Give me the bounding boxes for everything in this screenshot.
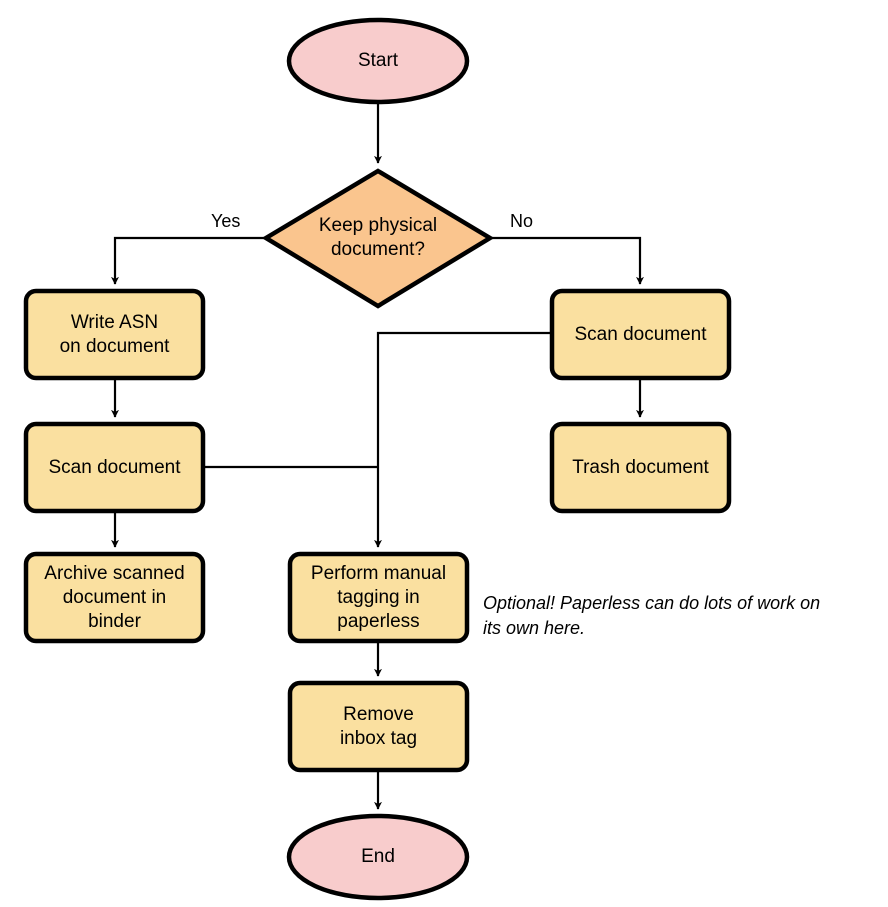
node-archive-shape[interactable] [23,551,206,644]
node-scan-right[interactable] [552,291,729,378]
node-tagging[interactable] [290,554,467,641]
node-end-shape[interactable] [286,813,470,901]
node-remove-inbox-shape[interactable] [287,680,470,773]
node-start-shape[interactable] [286,17,470,105]
node-tagging-shape[interactable] [287,551,470,644]
node-scan-right-shape[interactable] [549,288,732,381]
node-write-asn-shape[interactable] [23,288,206,381]
edge-decision-no-to-scan-right [490,236,644,285]
node-archive[interactable] [26,554,203,641]
node-decision[interactable] [266,171,490,306]
edge-layer [111,102,644,810]
node-layer [23,17,732,901]
node-start[interactable] [289,20,467,102]
edge-label-yes: Yes [211,211,241,231]
node-end[interactable] [289,816,467,898]
node-scan-left[interactable] [26,424,203,511]
edge-scan-right-to-tagging [374,331,552,548]
node-trash[interactable] [552,424,729,511]
node-remove-inbox[interactable] [290,683,467,770]
annotation-optional-note: Optional! Paperless can do lots of work … [483,593,821,638]
node-trash-shape[interactable] [549,421,732,514]
edge-label-no: No [510,211,534,231]
node-write-asn[interactable] [26,291,203,378]
node-decision-shape[interactable] [261,168,495,309]
node-scan-left-shape[interactable] [23,421,206,514]
edge-decision-yes-to-write-asn [111,236,266,285]
